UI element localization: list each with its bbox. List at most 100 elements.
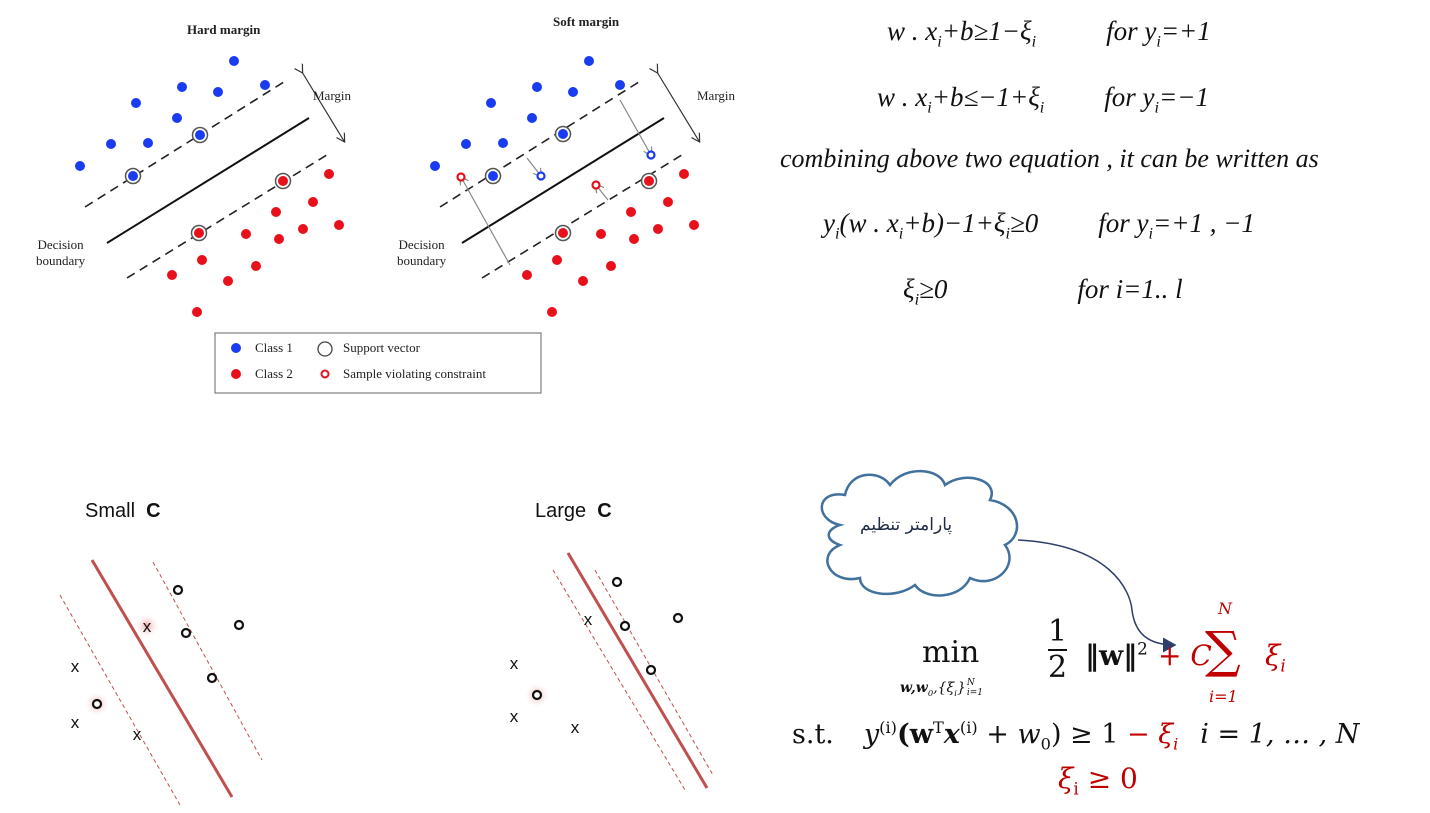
sum-lower: i=1 <box>1209 687 1238 706</box>
violating-sample <box>591 180 601 190</box>
x-point: x <box>584 610 593 629</box>
upper-margin-line <box>439 79 643 208</box>
min-operator: min <box>922 635 980 670</box>
small-c-title: Small C <box>85 500 161 522</box>
class2-point <box>629 234 639 244</box>
class2-point <box>626 207 636 217</box>
circle-point <box>619 620 631 632</box>
class1-point <box>568 87 578 97</box>
margin-arrow <box>657 72 699 141</box>
x-point: x <box>510 707 519 726</box>
violating-sample <box>456 172 466 182</box>
class2-point <box>522 270 532 280</box>
class1-point <box>584 56 594 66</box>
x-point: x <box>71 657 80 676</box>
class2-support-vector <box>278 176 288 186</box>
class2-point <box>197 255 207 265</box>
support-vector-marker <box>317 341 333 357</box>
soft-margin-plot <box>430 56 699 317</box>
margin-line <box>152 561 263 761</box>
class1-point <box>615 80 625 90</box>
class1-point <box>177 82 187 92</box>
circle-point <box>206 672 218 684</box>
legend-class2: Class 2 <box>255 366 293 381</box>
x-point: x <box>143 617 152 636</box>
violating-sample <box>646 150 656 160</box>
class2-point <box>552 255 562 265</box>
decision-boundary-line <box>461 117 665 244</box>
class1-point <box>229 56 239 66</box>
circle-point <box>645 664 657 676</box>
circle-point <box>611 576 623 588</box>
class2-support-vector <box>194 228 204 238</box>
upper-margin-line <box>84 79 288 208</box>
class2-point <box>689 220 699 230</box>
class1-point <box>498 138 508 148</box>
circle-point <box>180 627 192 639</box>
boundary-line2: boundary <box>397 253 447 268</box>
min-sup-n: N <box>966 678 975 688</box>
class1-point <box>486 98 496 108</box>
margin-line <box>59 594 181 806</box>
equation-3: combining above two equation , it can be… <box>780 144 1319 173</box>
class2-point <box>596 229 606 239</box>
class2-point <box>271 207 281 217</box>
class1-point <box>527 113 537 123</box>
class1-point <box>75 161 85 171</box>
large-c-title: Large C <box>535 500 612 522</box>
decision-boundary-line <box>106 117 310 244</box>
class2-point <box>308 197 318 207</box>
violating-sample <box>536 171 546 181</box>
lower-margin-line <box>481 152 686 279</box>
class1-point <box>143 138 153 148</box>
class1-support-vector <box>128 171 138 181</box>
class1-point <box>461 139 471 149</box>
class2-point <box>251 261 261 271</box>
class1-point <box>213 87 223 97</box>
circle-point <box>672 612 684 624</box>
xi-sum: ξi <box>1265 639 1286 676</box>
class2-point <box>606 261 616 271</box>
margin-arrow <box>302 72 344 141</box>
decision-boundary-line <box>566 552 709 789</box>
hard-margin-plot <box>75 56 344 317</box>
class1-point <box>106 139 116 149</box>
lower-margin-line <box>126 152 331 279</box>
min-sub-i1: i=1 <box>966 688 984 698</box>
soft-margin-title: Soft margin <box>553 14 620 29</box>
class2-point <box>653 224 663 234</box>
callout-arrow <box>1017 539 1177 653</box>
class2-point <box>334 220 344 230</box>
class1-support-vector <box>195 130 205 140</box>
soft-margin-label: Margin <box>697 88 736 103</box>
circle-point <box>172 584 184 596</box>
legend-violating: Sample violating constraint <box>343 366 486 381</box>
class1-point <box>131 98 141 108</box>
class2-point <box>241 229 251 239</box>
x-point: x <box>571 718 580 737</box>
class2-point <box>223 276 233 286</box>
class2-point <box>679 169 689 179</box>
sum-upper: N <box>1218 599 1232 618</box>
class1-point <box>532 82 542 92</box>
class2-point <box>324 169 334 179</box>
x-point: x <box>71 713 80 732</box>
hard-margin-title: Hard margin <box>187 22 261 37</box>
hard-margin-label: Margin <box>313 88 352 103</box>
class1-point <box>430 161 440 171</box>
plus-c: + C <box>1158 639 1212 672</box>
legend-support: Support vector <box>343 340 420 355</box>
slack-arrow <box>619 99 651 155</box>
class2-point <box>578 276 588 286</box>
class1-point <box>172 113 182 123</box>
